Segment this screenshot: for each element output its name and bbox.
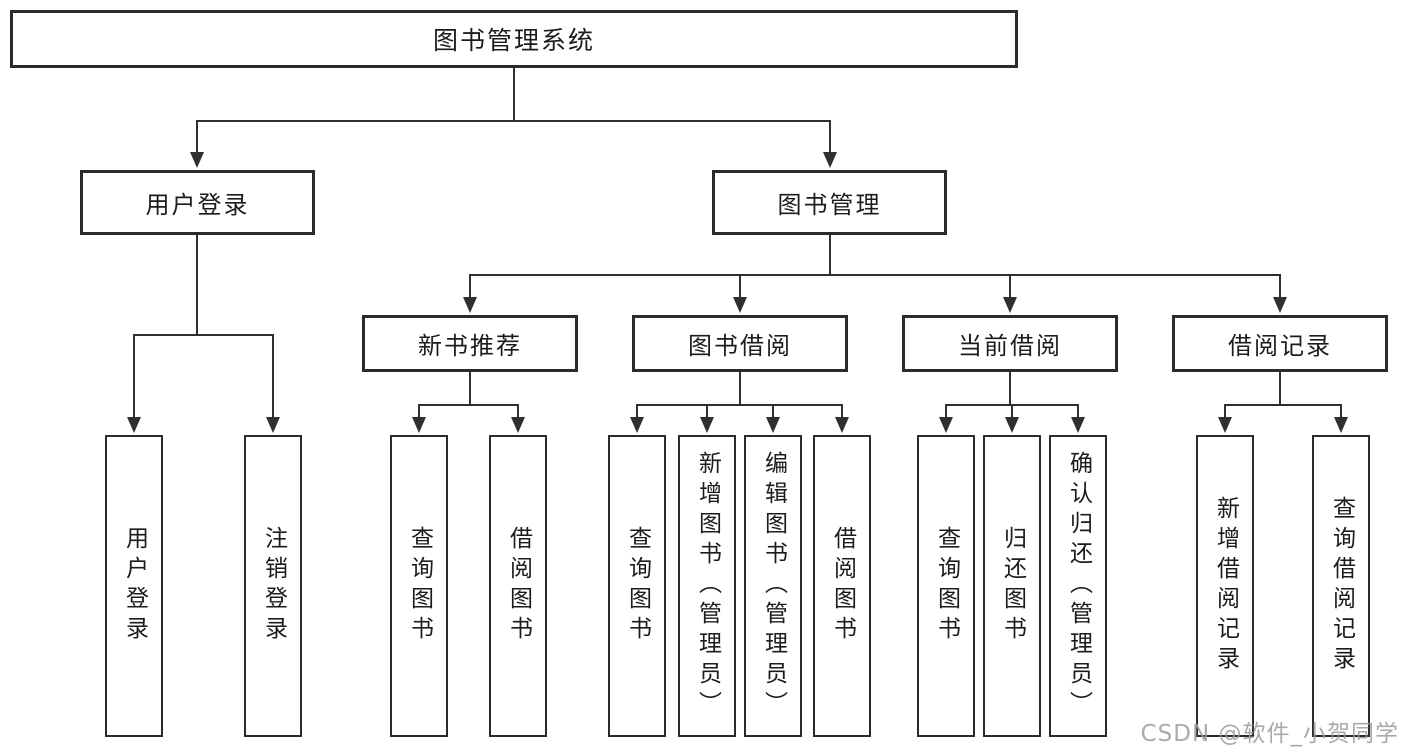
- arrow-down-icon: [511, 417, 525, 433]
- connector-line: [272, 334, 274, 419]
- connector-line: [636, 404, 638, 419]
- leaf-confirm-return-admin: 确认归还（管理员）: [1049, 435, 1107, 737]
- leaf-add-book-admin: 新增图书（管理员）: [678, 435, 736, 737]
- connector-line: [829, 120, 831, 154]
- leaf-query-books-current: 查询图书: [917, 435, 975, 737]
- connector-line: [196, 235, 198, 336]
- connector-line: [1077, 404, 1079, 419]
- connector-line: [829, 235, 831, 276]
- leaf-label: 借阅图书: [505, 526, 532, 646]
- connector-line: [1279, 274, 1281, 299]
- connector-line: [1009, 372, 1011, 406]
- connector-line: [418, 404, 519, 406]
- connector-line: [133, 334, 274, 336]
- node-new-book-recommend: 新书推荐: [362, 315, 578, 372]
- leaf-edit-book-admin: 编辑图书（管理员）: [744, 435, 802, 737]
- connector-line: [636, 404, 843, 406]
- arrow-down-icon: [412, 417, 426, 433]
- connector-line: [418, 404, 420, 419]
- connector-line: [1340, 404, 1342, 419]
- leaf-label: 新增图书（管理员）: [694, 451, 721, 721]
- leaf-user-login: 用户登录: [105, 435, 163, 737]
- leaf-label: 用户登录: [121, 526, 148, 646]
- arrow-down-icon: [463, 297, 477, 313]
- connector-line: [945, 404, 947, 419]
- connector-line: [1224, 404, 1342, 406]
- leaf-label: 查询借阅记录: [1328, 496, 1355, 676]
- arrow-down-icon: [939, 417, 953, 433]
- node-current-borrowing: 当前借阅: [902, 315, 1118, 372]
- connector-line: [1011, 404, 1013, 419]
- node-label: 用户登录: [145, 191, 250, 219]
- arrow-down-icon: [1003, 297, 1017, 313]
- connector-line: [1279, 372, 1281, 406]
- leaf-label: 确认归还（管理员）: [1065, 451, 1092, 721]
- node-user-login: 用户登录: [80, 170, 315, 235]
- arrow-down-icon: [630, 417, 644, 433]
- arrow-down-icon: [1273, 297, 1287, 313]
- leaf-label: 新增借阅记录: [1212, 496, 1239, 676]
- connector-line: [196, 120, 831, 122]
- watermark: CSDN @软件_小贺同学: [1140, 721, 1399, 747]
- connector-line: [1009, 274, 1011, 299]
- leaf-return-books: 归还图书: [983, 435, 1041, 737]
- leaf-logout: 注销登录: [244, 435, 302, 737]
- node-label: 当前借阅: [958, 332, 1062, 360]
- node-label: 图书管理: [777, 191, 882, 219]
- node-label: 图书管理系统: [432, 26, 595, 55]
- connector-line: [517, 404, 519, 419]
- node-book-management: 图书管理: [712, 170, 947, 235]
- leaf-label: 查询图书: [624, 526, 651, 646]
- arrow-down-icon: [1218, 417, 1232, 433]
- arrow-down-icon: [1005, 417, 1019, 433]
- connector-line: [739, 372, 741, 406]
- node-label: 图书借阅: [688, 332, 792, 360]
- node-library-management-system: 图书管理系统: [10, 10, 1018, 68]
- arrow-down-icon: [766, 417, 780, 433]
- leaf-borrow-books-recommend: 借阅图书: [489, 435, 547, 737]
- connector-line: [133, 334, 135, 419]
- connector-line: [772, 404, 774, 419]
- leaf-query-books-borrowing: 查询图书: [608, 435, 666, 737]
- arrow-down-icon: [1071, 417, 1085, 433]
- leaf-query-borrow-record: 查询借阅记录: [1312, 435, 1370, 737]
- connector-line: [196, 120, 198, 154]
- leaf-label: 查询图书: [933, 526, 960, 646]
- leaf-query-books-recommend: 查询图书: [390, 435, 448, 737]
- node-book-borrowing: 图书借阅: [632, 315, 848, 372]
- connector-line: [1224, 404, 1226, 419]
- leaf-label: 归还图书: [999, 526, 1026, 646]
- connector-line: [513, 68, 515, 121]
- node-label: 借阅记录: [1228, 332, 1332, 360]
- connector-line: [841, 404, 843, 419]
- arrow-down-icon: [835, 417, 849, 433]
- connector-line: [706, 404, 708, 419]
- node-borrowing-records: 借阅记录: [1172, 315, 1388, 372]
- leaf-label: 注销登录: [260, 526, 287, 646]
- arrow-down-icon: [190, 152, 204, 168]
- connector-line: [469, 372, 471, 406]
- arrow-down-icon: [823, 152, 837, 168]
- leaf-add-borrow-record: 新增借阅记录: [1196, 435, 1254, 737]
- leaf-borrow-books-borrowing: 借阅图书: [813, 435, 871, 737]
- leaf-label: 编辑图书（管理员）: [760, 451, 787, 721]
- leaf-label: 查询图书: [406, 526, 433, 646]
- arrow-down-icon: [266, 417, 280, 433]
- connector-line: [469, 274, 471, 299]
- arrow-down-icon: [1334, 417, 1348, 433]
- arrow-down-icon: [733, 297, 747, 313]
- node-label: 新书推荐: [418, 332, 522, 360]
- arrow-down-icon: [700, 417, 714, 433]
- arrow-down-icon: [127, 417, 141, 433]
- connector-line: [469, 274, 1281, 276]
- connector-line: [739, 274, 741, 299]
- leaf-label: 借阅图书: [829, 526, 856, 646]
